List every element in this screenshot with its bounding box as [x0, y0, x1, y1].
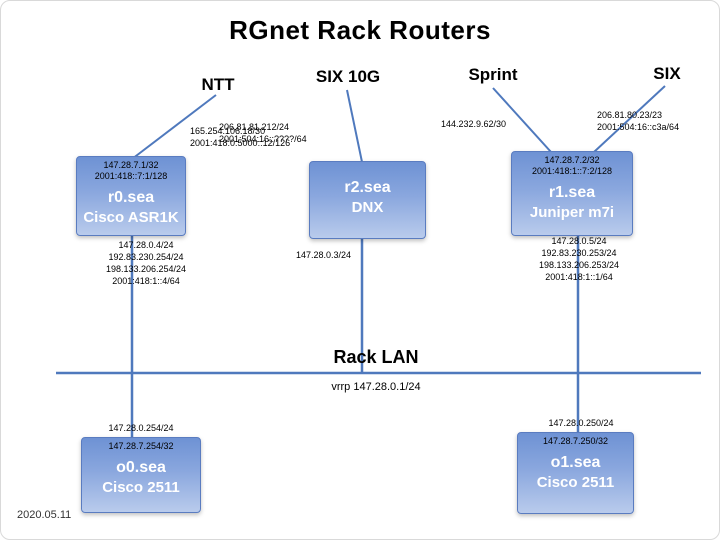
r1-loopback-v4: 147.28.7.2/32 — [544, 155, 600, 165]
r0-lan-addrs: 147.28.0.4/24 192.83.230.254/24 198.133.… — [96, 239, 196, 287]
six10g-addr-v4: 206.81.81.212/24 — [219, 122, 290, 132]
rack-lan-label: Rack LAN — [333, 347, 419, 367]
r2-model: DNX — [351, 199, 384, 216]
slide-date: 2020.05.11 — [17, 509, 72, 521]
r0-lan-addr-2: 192.83.230.254/24 — [108, 252, 184, 262]
r0-loopback-v4: 147.28.7.1/32 — [103, 160, 159, 170]
router-box-o1: 147.28.7.250/32 o1.sea Cisco 2511 — [517, 432, 634, 514]
vrrp-label: vrrp 147.28.0.1/24 — [331, 381, 421, 393]
r1-lan-addr-2: 192.83.230.253/24 — [541, 248, 617, 258]
r0-lan-addr-4: 2001:418:1::4/64 — [112, 276, 180, 286]
r1-lan-addr-1: 147.28.0.5/24 — [551, 236, 607, 246]
r0-lan-addr-1: 147.28.0.4/24 — [118, 240, 174, 250]
uplink-label-six: SIX — [653, 64, 681, 83]
r1-loopbacks: 147.28.7.2/32 2001:418:1::7:2/128 — [512, 152, 632, 177]
r1-loopback-v6: 2001:418:1::7:2/128 — [531, 166, 613, 176]
r1-model: Juniper m7i — [529, 204, 615, 221]
o0-loopback-v4: 147.28.7.254/32 — [108, 441, 174, 451]
o1-loopback: 147.28.7.250/32 — [518, 433, 633, 447]
r0-lan-addr-3: 198.133.206.254/24 — [105, 264, 187, 274]
r1-lan-addr-3: 198.133.206.253/24 — [538, 260, 620, 270]
r0-loopback-v6: 2001:418::7:1/128 — [94, 171, 168, 181]
router-box-o0: 147.28.7.254/32 o0.sea Cisco 2511 — [81, 437, 201, 513]
o0-loopback: 147.28.7.254/32 — [82, 438, 200, 452]
router-box-r0: 147.28.7.1/32 2001:418::7:1/128 r0.sea C… — [76, 156, 186, 236]
six-interface-addrs: 206.81.80.23/23 2001:504:16::c3a/64 — [597, 109, 679, 133]
sprint-addr-v4: 144.232.9.62/30 — [441, 119, 507, 129]
r0-loopbacks: 147.28.7.1/32 2001:418::7:1/128 — [77, 157, 185, 182]
o0-name: o0.sea — [116, 459, 166, 476]
r2-lan-addr-1: 147.28.0.3/24 — [296, 250, 352, 260]
six-addr-v6: 2001:504:16::c3a/64 — [597, 122, 680, 132]
r1-lan-addrs: 147.28.0.5/24 192.83.230.253/24 198.133.… — [529, 235, 629, 283]
six10g-interface-addrs: 206.81.81.212/24 2001:504:16::????/64 — [219, 121, 307, 145]
sprint-interface-addrs: 144.232.9.62/30 — [441, 118, 506, 130]
o1-loopback-v4: 147.28.7.250/32 — [542, 436, 609, 446]
uplink-label-ntt: NTT — [201, 75, 235, 94]
ntt-addr-v4: 165.254.106.18/30 — [190, 126, 266, 136]
r1-lan-addr-4: 2001:418:1::1/64 — [545, 272, 613, 282]
six10g-addr-v6: 2001:504:16::????/64 — [219, 134, 307, 144]
six-addr-v4: 206.81.80.23/23 — [597, 110, 663, 120]
ntt-interface-addrs: 165.254.106.18/30 2001:418:0:5000::12/12… — [190, 125, 290, 149]
r2-name: r2.sea — [344, 179, 391, 196]
uplink-label-six10g: SIX 10G — [315, 67, 381, 86]
r2-lan-addrs: 147.28.0.3/24 — [296, 249, 351, 261]
router-box-r1: 147.28.7.2/32 2001:418:1::7:2/128 r1.sea… — [511, 151, 633, 236]
ntt-addr-v6: 2001:418:0:5000::12/126 — [190, 138, 291, 148]
r0-name: r0.sea — [107, 189, 155, 206]
o1-name: o1.sea — [550, 454, 601, 471]
r1-name: r1.sea — [548, 184, 596, 201]
six10g-link-line — [346, 89, 363, 163]
page-title: RGnet Rack Routers — [229, 15, 491, 45]
router-box-r2: r2.sea DNX — [309, 161, 426, 239]
o1-model: Cisco 2511 — [536, 474, 615, 491]
o0-lan-addr: 147.28.0.254/24 — [108, 423, 174, 433]
uplink-label-sprint: Sprint — [468, 65, 518, 84]
o1-lan-addr: 147.28.0.250/24 — [548, 418, 614, 428]
r0-model: Cisco ASR1K — [83, 209, 179, 226]
o0-model: Cisco 2511 — [102, 479, 180, 496]
